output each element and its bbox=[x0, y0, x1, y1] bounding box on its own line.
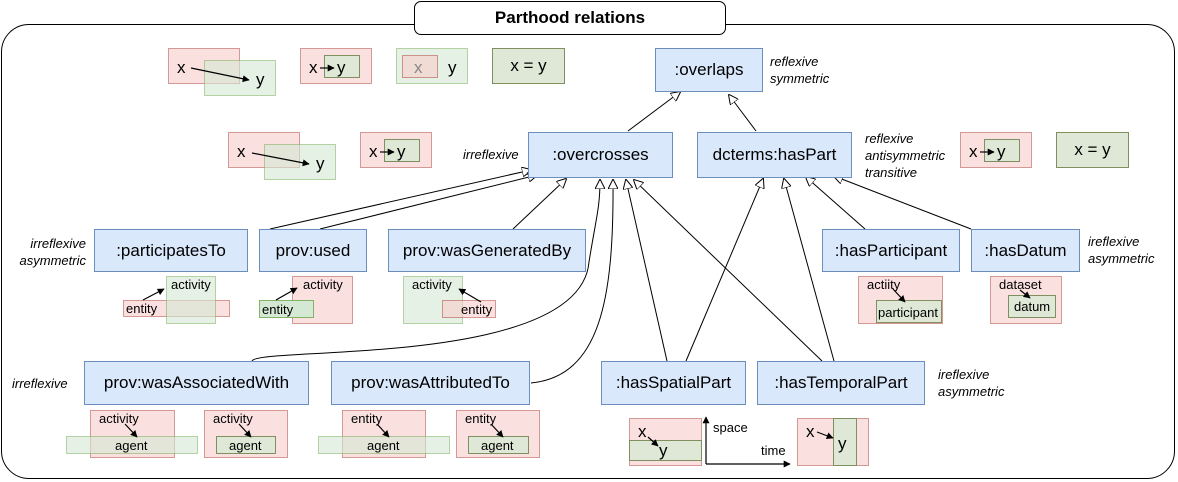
edge-overcrosses-overlaps bbox=[627, 92, 680, 132]
edge-hastemporalpart-haspart bbox=[784, 179, 835, 362]
edge-hasspatialpart-overcrosses bbox=[626, 180, 668, 362]
arrow-icon bbox=[1019, 289, 1031, 299]
arrow-icon bbox=[458, 288, 482, 303]
arrow-icon bbox=[275, 287, 298, 301]
axis-label-time: time bbox=[761, 443, 786, 458]
class-was-attributed-to[interactable]: prov:wasAttributedTo bbox=[331, 361, 530, 405]
class-overcrosses[interactable]: :overcrosses bbox=[528, 132, 673, 178]
edge-used-overcrosses bbox=[319, 175, 537, 230]
edge-haspart-overlaps bbox=[729, 95, 757, 132]
class-used[interactable]: prov:used bbox=[259, 229, 367, 272]
class-has-part[interactable]: dcterms:hasPart bbox=[697, 132, 852, 178]
note-overcrosses: irreflexive bbox=[463, 147, 519, 162]
arrow-icon bbox=[190, 67, 250, 83]
edge-participatesto-overcrosses bbox=[269, 170, 531, 230]
arrow-icon bbox=[892, 288, 906, 303]
edge-hasdatum-haspart bbox=[834, 176, 972, 230]
note-was-associated-with: irreflexive bbox=[12, 376, 68, 391]
edge-wasattributedto-overcrosses bbox=[530, 180, 613, 384]
edge-hastemporalpart-overcrosses bbox=[634, 180, 823, 362]
arrow-icon bbox=[251, 152, 310, 167]
class-has-datum[interactable]: :hasDatum bbox=[971, 229, 1080, 272]
edge-wasgeneratedby-overcrosses bbox=[512, 179, 566, 230]
arrow-icon bbox=[490, 423, 504, 438]
class-has-participant[interactable]: :hasParticipant bbox=[822, 229, 960, 272]
diagram-title: Parthood relations bbox=[414, 1, 726, 35]
arrow-icon bbox=[376, 423, 390, 438]
arrow-icon bbox=[124, 423, 138, 438]
arrow-icon bbox=[816, 431, 834, 440]
class-participates-to[interactable]: :participatesTo bbox=[94, 229, 248, 272]
class-overlaps[interactable]: :overlaps bbox=[655, 48, 763, 92]
edge-hasparticipant-haspart bbox=[806, 177, 866, 230]
class-was-generated-by[interactable]: prov:wasGeneratedBy bbox=[388, 229, 586, 272]
arrow-icon bbox=[142, 288, 165, 301]
edge-wasassociatedwith-overcrosses bbox=[251, 180, 600, 362]
arrow-icon bbox=[647, 436, 659, 447]
arrow-icon bbox=[238, 423, 252, 438]
class-has-temporal-part[interactable]: :hasTemporalPart bbox=[757, 361, 925, 405]
axis-label-space: space bbox=[713, 420, 748, 435]
edge-hasspatialpart-haspart bbox=[685, 179, 763, 362]
class-has-spatial-part[interactable]: :hasSpatialPart bbox=[601, 361, 746, 405]
class-was-associated-with[interactable]: prov:wasAssociatedWith bbox=[84, 361, 309, 405]
